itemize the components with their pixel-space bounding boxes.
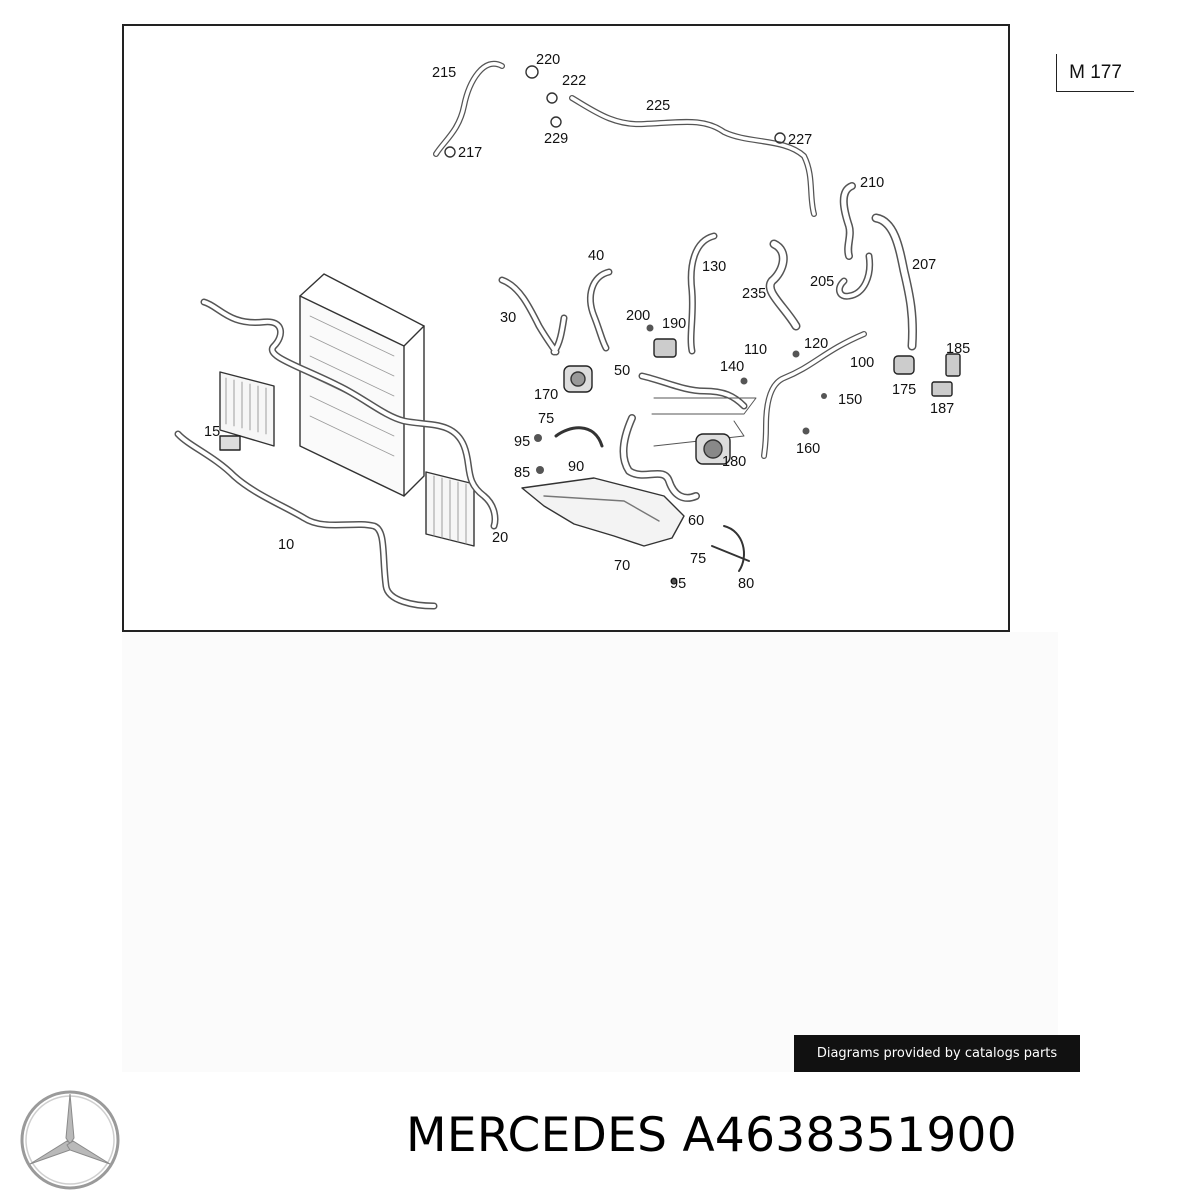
callout-140: 140 (720, 359, 745, 375)
background-panel (122, 632, 1058, 1072)
hose-235 (765, 239, 801, 331)
hose-130 (687, 232, 718, 355)
callout-205: 205 (810, 274, 835, 290)
mercedes-star-icon (18, 1088, 122, 1197)
callout-10: 10 (278, 537, 295, 553)
hose-50 (638, 372, 748, 410)
callout-95-upper: 95 (514, 434, 531, 450)
callout-180: 180 (722, 454, 747, 470)
callout-75-lower: 75 (690, 551, 707, 567)
valve-190 (653, 338, 677, 358)
callout-235: 235 (742, 286, 767, 302)
aux-radiator-right (425, 471, 475, 547)
callout-170: 170 (534, 387, 559, 403)
callout-225: 225 (646, 98, 671, 114)
aux-radiator-left (219, 371, 275, 447)
pump-180 (695, 433, 731, 465)
callout-220: 220 (536, 52, 561, 68)
clamp-217 (444, 146, 456, 158)
hose-100 (761, 331, 867, 459)
part-number: A4638351900 (682, 1108, 1017, 1163)
callout-70: 70 (614, 558, 631, 574)
bracket-80 (711, 525, 750, 572)
hose-90 (554, 426, 604, 448)
callout-185: 185 (946, 341, 971, 357)
callout-190: 190 (662, 316, 687, 332)
fasteners (534, 324, 827, 585)
callout-200: 200 (626, 308, 651, 324)
callout-50: 50 (614, 363, 631, 379)
hose-20 (200, 298, 499, 530)
callout-175: 175 (892, 382, 917, 398)
parts-diagram: M 177 215 217 220 222 229 225 227 210 20… (122, 24, 1134, 632)
brand-name: MERCEDES (406, 1108, 668, 1163)
callout-217: 217 (458, 145, 483, 161)
callout-187: 187 (930, 401, 955, 417)
callout-80: 80 (738, 576, 755, 592)
callout-75-upper: 75 (538, 411, 555, 427)
callout-160: 160 (796, 441, 821, 457)
callout-130: 130 (702, 259, 727, 275)
bracket-187 (931, 381, 953, 397)
bracket-15 (219, 435, 241, 451)
hose-30 (498, 276, 568, 356)
bolt-229 (550, 116, 562, 128)
callout-15: 15 (204, 424, 221, 440)
callout-227: 227 (788, 132, 813, 148)
callout-210: 210 (860, 175, 885, 191)
callout-150: 150 (838, 392, 863, 408)
callout-207: 207 (912, 257, 937, 273)
hose-210 (839, 182, 856, 260)
skid-plate-70 (521, 477, 685, 547)
bracket-175 (893, 355, 915, 375)
callout-229: 229 (544, 131, 569, 147)
callout-60: 60 (688, 513, 705, 529)
hose-225 (569, 95, 817, 217)
bracket-185 (945, 353, 961, 377)
callout-90: 90 (568, 459, 585, 475)
callout-20: 20 (492, 530, 509, 546)
clamp-227 (774, 132, 786, 144)
callout-120: 120 (804, 336, 829, 352)
hose-40 (587, 268, 613, 352)
main-radiator (299, 273, 425, 497)
hose-215 (433, 60, 505, 157)
callout-100: 100 (850, 355, 875, 371)
clamp-222 (546, 92, 558, 104)
hose-207 (871, 213, 917, 351)
callout-95-lower: 95 (670, 576, 687, 592)
diagram-drawing (174, 60, 961, 610)
hose-60 (619, 414, 700, 502)
callout-40: 40 (588, 248, 605, 264)
diagram-code-label: M 177 (1056, 54, 1134, 92)
hose-205 (835, 252, 874, 300)
callout-85: 85 (514, 465, 531, 481)
callout-30: 30 (500, 310, 517, 326)
product-title: MERCEDES A4638351900 (406, 1108, 1017, 1163)
callout-110: 110 (744, 342, 768, 358)
pump-170 (563, 365, 593, 393)
hose-10 (174, 430, 438, 610)
clamp-220 (525, 65, 539, 79)
diagram-credit-banner: Diagrams provided by catalogs parts (794, 1035, 1080, 1072)
callout-222: 222 (562, 73, 587, 89)
callout-215: 215 (432, 65, 457, 81)
